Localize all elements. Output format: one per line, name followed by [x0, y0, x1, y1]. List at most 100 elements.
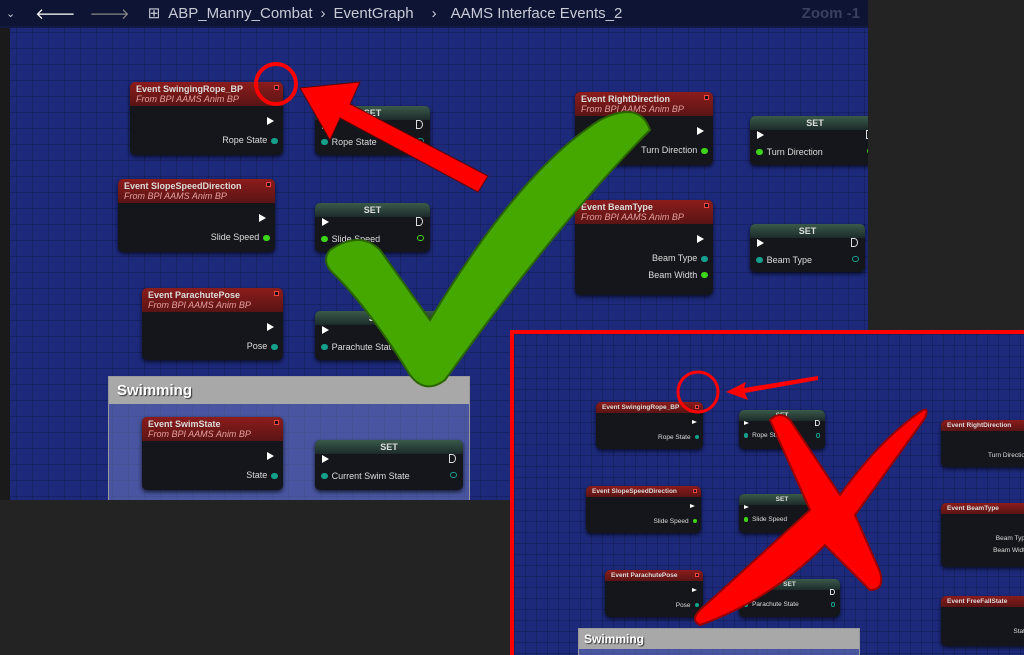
node-header: Event RightDirection — [941, 420, 1024, 431]
exec-out-pin[interactable] — [448, 453, 456, 463]
exec-out-pin[interactable] — [267, 116, 274, 125]
exec-out-pin[interactable] — [425, 324, 433, 334]
node-title: Event SlopeSpeedDirection — [124, 181, 242, 191]
exec-out-pin[interactable] — [259, 213, 266, 222]
node-title: Event RightDirection — [581, 94, 671, 104]
breadcrumb-graph-name[interactable]: ABP_Manny_Combat — [168, 4, 313, 22]
output-pin-dot[interactable] — [416, 137, 424, 145]
exec-out-pin[interactable] — [697, 234, 704, 243]
comment-box-swimming: Swimming — [578, 628, 860, 655]
exec-out-pin[interactable] — [415, 216, 423, 226]
set-node-beam[interactable]: SET Beam Type — [750, 224, 865, 272]
pin-label: Slide Speed — [752, 516, 788, 524]
node-subtitle: From BPI AAMS Anim BP — [148, 429, 251, 439]
left-strip — [0, 28, 10, 500]
exec-out-pin[interactable] — [850, 237, 858, 247]
exec-out-pin[interactable] — [415, 119, 423, 129]
pin-label: Pose — [675, 601, 691, 609]
set-header: SET — [739, 410, 825, 421]
node-subtitle: From BPI AAMS Anim BP — [148, 300, 251, 310]
node-title: Event ParachutePose — [611, 572, 678, 579]
set-node-swing[interactable]: SET Rope State — [315, 106, 430, 155]
set-header: SET — [750, 224, 865, 238]
exec-in-pin[interactable] — [322, 455, 330, 464]
exec-in-pin[interactable] — [757, 239, 765, 248]
output-pin-dot[interactable] — [866, 147, 868, 155]
breadcrumb-eventgraph[interactable]: EventGraph — [333, 4, 414, 22]
exec-in-pin[interactable] — [757, 131, 765, 140]
output-pin-dot[interactable] — [426, 342, 434, 350]
delegate-pin — [695, 405, 699, 409]
delegate-pin[interactable] — [273, 420, 279, 426]
delegate-pin[interactable] — [273, 291, 279, 297]
exec-in-pin[interactable] — [322, 121, 330, 130]
output-pin-dot[interactable] — [416, 234, 424, 242]
pin-dot — [263, 234, 270, 242]
set-header: SET — [315, 440, 463, 454]
input-pin: Rope State — [743, 432, 785, 439]
back-icon[interactable]: 🡐 — [35, 5, 76, 23]
set-header: SET — [739, 579, 840, 590]
exec-in-pin — [744, 590, 750, 595]
output-pin-dot[interactable] — [851, 255, 859, 263]
output-pin[interactable]: Beam Width — [648, 270, 708, 280]
input-pin[interactable]: Beam Type — [756, 255, 812, 265]
set-node-swim[interactable]: SET Current Swim State — [315, 440, 463, 490]
delegate-pin[interactable] — [703, 95, 709, 101]
pin-label: Beam Width — [993, 546, 1024, 554]
breadcrumb-subgraph[interactable]: AAMS Interface Events_2 — [450, 4, 623, 22]
pin-label: Rope State — [658, 433, 691, 441]
pin-label: Current Swim State — [331, 470, 410, 481]
input-pin: Slide Speed — [743, 516, 788, 524]
output-pin[interactable]: Beam Type — [652, 253, 708, 263]
pin-label: Turn Direction — [766, 146, 823, 157]
hierarchy-icon[interactable]: ⊞ — [147, 5, 161, 22]
delegate-pin[interactable] — [273, 85, 279, 91]
exec-out-pin[interactable] — [267, 451, 274, 460]
pin-dot — [271, 472, 278, 480]
output-pin-dot — [815, 516, 821, 522]
input-pin[interactable]: Turn Direction — [756, 146, 823, 157]
zoom-level: Zoom -1 — [801, 4, 860, 22]
output-pin-dot — [815, 432, 821, 438]
exec-in-pin[interactable] — [322, 326, 330, 335]
output-pin[interactable]: Rope State — [222, 135, 278, 145]
pin-label: Turn Direction — [987, 451, 1024, 459]
output-pin[interactable]: Turn Direction — [641, 145, 708, 155]
exec-out-pin[interactable] — [865, 129, 868, 139]
exec-in-pin[interactable] — [322, 218, 330, 227]
pin-dot — [743, 517, 749, 522]
output-pin[interactable]: Slide Speed — [211, 232, 270, 242]
node-subtitle: From BPI AAMS Anim BP — [581, 212, 684, 222]
input-pin[interactable]: Parachute State — [321, 342, 396, 352]
exec-out-pin[interactable] — [267, 322, 274, 331]
node-header: Event ParachutePose — [605, 570, 703, 581]
input-pin[interactable]: Current Swim State — [321, 470, 410, 481]
input-pin[interactable]: Slide Speed — [321, 234, 380, 244]
node-title: Event BeamType — [947, 505, 999, 512]
collapse-icon[interactable]: ⌄ — [6, 7, 16, 20]
delegate-pin[interactable] — [703, 203, 709, 209]
delegate-pin[interactable] — [265, 182, 271, 188]
output-pin: Beam Type — [996, 535, 1024, 542]
input-pin[interactable]: Rope State — [321, 137, 377, 147]
output-pin[interactable]: State — [246, 470, 278, 480]
output-pin-dot[interactable] — [449, 471, 457, 479]
forward-icon[interactable]: 🡒 — [89, 5, 130, 23]
node-header: Event SwingingRope_BP — [596, 402, 703, 413]
delegate-pin — [695, 573, 699, 577]
output-pin[interactable]: Pose — [247, 341, 278, 351]
set-header: SET — [315, 106, 430, 120]
pin-dot — [271, 137, 278, 145]
exec-out-pin[interactable] — [697, 126, 704, 135]
